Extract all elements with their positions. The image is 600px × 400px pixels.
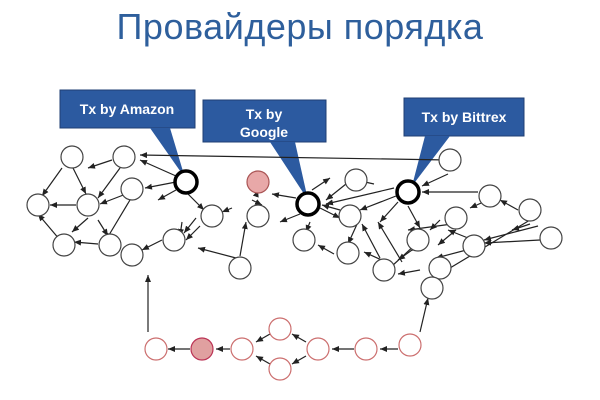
highlighted-node <box>246 170 270 194</box>
callout-amazon: Tx by Amazon <box>59 89 196 178</box>
provider-node-google <box>295 191 321 217</box>
graph-node <box>98 233 122 257</box>
graph-node <box>112 145 136 169</box>
chain-node <box>268 357 292 381</box>
graph-node <box>26 193 50 217</box>
graph-node <box>120 177 144 201</box>
graph-node <box>344 168 368 192</box>
graph-node <box>462 234 486 258</box>
graph-node <box>518 198 542 222</box>
graph-node <box>478 184 502 208</box>
chain-node <box>230 337 254 361</box>
callout-google-line2: Google <box>240 124 288 140</box>
provider-node-bittrex <box>395 179 421 205</box>
callout-google: Tx by Google <box>202 99 327 200</box>
graph-node <box>76 193 100 217</box>
provider-node-amazon <box>173 169 199 195</box>
chain-edges <box>168 333 398 365</box>
graph-node <box>338 204 362 228</box>
graph-node <box>200 204 224 228</box>
callout-amazon-text: Tx by Amazon <box>80 101 174 117</box>
graph-node <box>406 228 430 252</box>
graph-node <box>228 256 252 280</box>
chain-node <box>144 337 168 361</box>
graph-node <box>162 228 186 252</box>
graph-node <box>420 276 444 300</box>
graph-node <box>428 256 452 280</box>
graph-node <box>246 204 270 228</box>
graph-node <box>60 145 84 169</box>
chain-node <box>398 333 422 357</box>
callout-google-line1: Tx by <box>246 106 283 122</box>
chain-node <box>306 337 330 361</box>
graph-node <box>336 241 360 265</box>
graph-node <box>52 233 76 257</box>
callout-bittrex: Tx by Bittrex <box>403 97 525 186</box>
graph-node <box>438 148 462 172</box>
graph-node <box>292 228 316 252</box>
graph-node <box>372 258 396 282</box>
graph-nodes <box>26 145 563 300</box>
slide-title: Провайдеры порядка <box>116 6 484 47</box>
chain-node <box>354 337 378 361</box>
graph-node <box>444 206 468 230</box>
chain-nodes <box>144 317 422 381</box>
graph-node <box>539 226 563 250</box>
graph-node <box>120 243 144 267</box>
chain-node-highlighted <box>190 337 214 361</box>
chain-node <box>268 317 292 341</box>
callout-bittrex-text: Tx by Bittrex <box>422 109 507 125</box>
